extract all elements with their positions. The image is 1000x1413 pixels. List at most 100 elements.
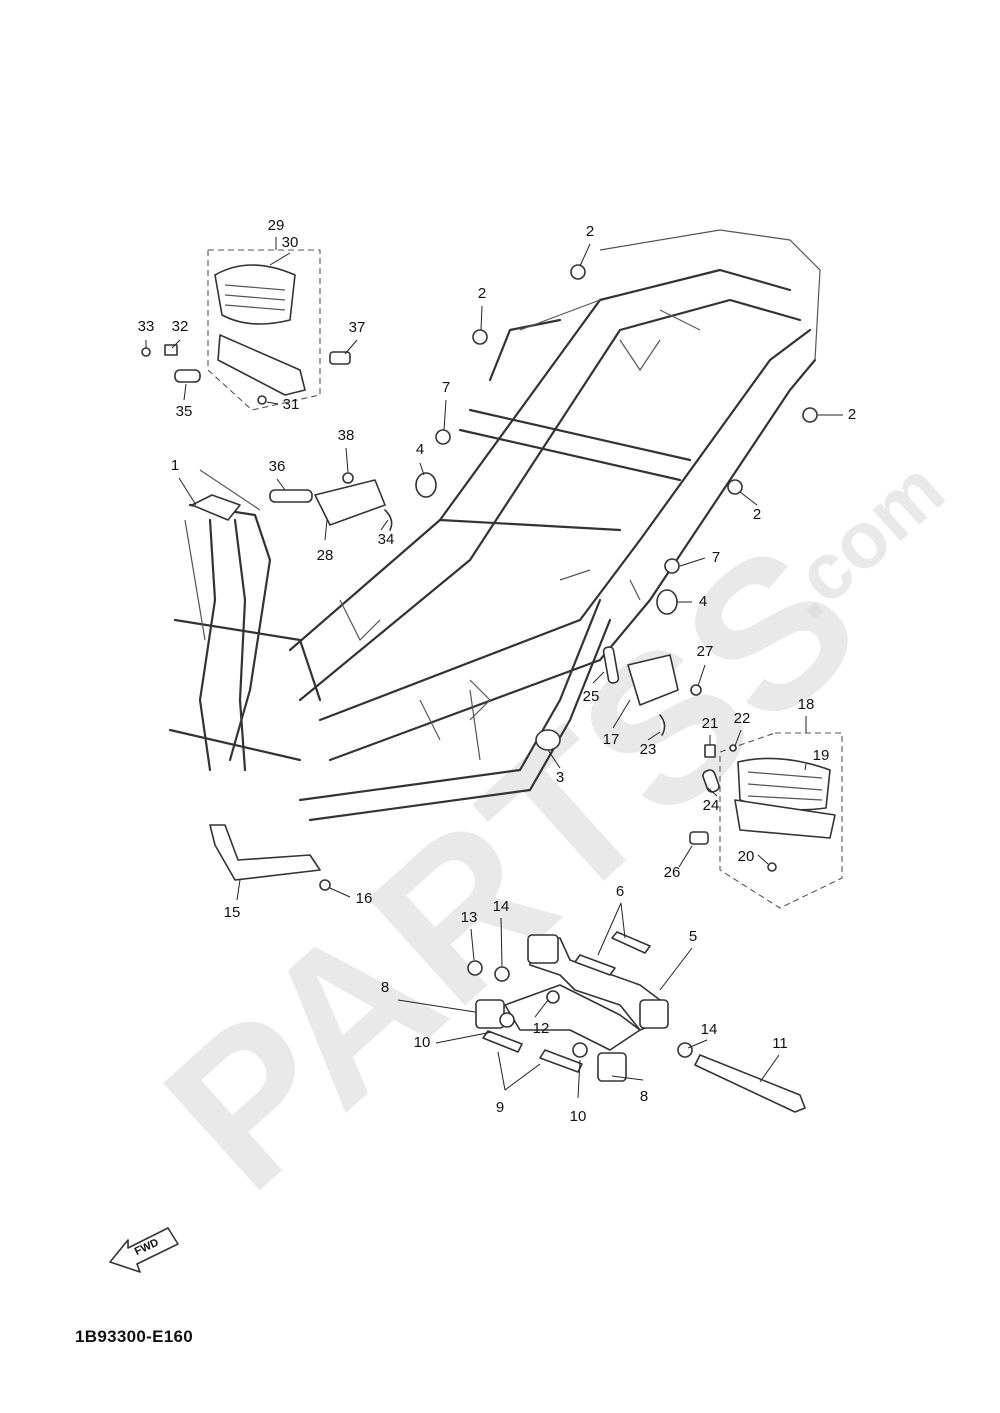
diagram-code: 1B93300-E160 bbox=[75, 1327, 193, 1346]
callout-6: 6 bbox=[616, 883, 624, 900]
callout-28: 28 bbox=[317, 547, 334, 564]
bolt-16 bbox=[319, 879, 331, 891]
bolt-20 bbox=[767, 862, 777, 872]
callout-30: 30 bbox=[282, 234, 299, 251]
callout-21: 21 bbox=[702, 715, 719, 732]
callout-10-a: 10 bbox=[414, 1034, 431, 1051]
callout-33: 33 bbox=[138, 318, 155, 335]
callout-18: 18 bbox=[798, 696, 815, 713]
bolt-25 bbox=[602, 646, 620, 684]
nut-7-upper bbox=[435, 429, 451, 445]
bushing-5-top bbox=[527, 934, 559, 964]
pin-38 bbox=[342, 472, 354, 484]
callout-10-b: 10 bbox=[570, 1108, 587, 1125]
callout-15: 15 bbox=[224, 904, 241, 921]
callout-26: 26 bbox=[664, 864, 681, 881]
callout-11: 11 bbox=[772, 1035, 788, 1052]
callout-22: 22 bbox=[734, 710, 751, 727]
bolt-6-a bbox=[574, 954, 616, 976]
callout-23: 23 bbox=[640, 741, 657, 758]
callout-12: 12 bbox=[533, 1020, 550, 1037]
bar-15 bbox=[209, 824, 321, 881]
bracket-28 bbox=[314, 479, 386, 526]
callout-17: 17 bbox=[603, 731, 620, 748]
pin-24 bbox=[702, 769, 720, 793]
washer-14-left bbox=[494, 966, 510, 982]
callout-7-b: 7 bbox=[712, 549, 720, 566]
nut-7-lower bbox=[664, 558, 680, 574]
pin-35 bbox=[174, 369, 201, 383]
callout-4-b: 4 bbox=[699, 593, 707, 610]
footrest-rubber-left bbox=[214, 264, 296, 325]
damper-4-upper bbox=[415, 472, 437, 498]
callout-24: 24 bbox=[703, 797, 720, 814]
callout-19: 19 bbox=[813, 747, 830, 764]
cap-3 bbox=[535, 729, 561, 751]
washer-14-right bbox=[677, 1042, 693, 1058]
callout-29: 29 bbox=[268, 217, 285, 234]
callout-34: 34 bbox=[378, 531, 395, 548]
fwd-arrow: FWD bbox=[109, 1227, 179, 1273]
callout-2-c: 2 bbox=[848, 406, 856, 423]
nut-13 bbox=[467, 960, 483, 976]
nut-2-d bbox=[727, 479, 743, 495]
callout-31: 31 bbox=[283, 396, 300, 413]
callout-2-d: 2 bbox=[753, 506, 761, 523]
callout-labels: 29 30 33 32 35 31 37 2 2 2 2 7 4 38 36 3… bbox=[138, 217, 857, 1125]
callout-2-a: 2 bbox=[586, 223, 594, 240]
callout-35: 35 bbox=[176, 403, 193, 420]
shaft-36 bbox=[269, 489, 313, 503]
part-1 bbox=[191, 494, 241, 521]
washer-10-left bbox=[499, 1012, 515, 1028]
bolt-31 bbox=[257, 395, 267, 405]
callout-37: 37 bbox=[349, 319, 366, 336]
spring-34 bbox=[384, 509, 393, 531]
bolt-11 bbox=[694, 1054, 806, 1113]
callout-2-b: 2 bbox=[478, 285, 486, 302]
footrest-bracket-right bbox=[734, 799, 836, 839]
footrest-bracket-left bbox=[217, 334, 306, 396]
callout-14-a: 14 bbox=[493, 898, 510, 915]
engine-mount-17 bbox=[627, 654, 679, 706]
callout-1: 1 bbox=[171, 457, 179, 474]
bolt-27 bbox=[690, 684, 702, 696]
spring-32 bbox=[164, 344, 178, 356]
callout-8-b: 8 bbox=[640, 1088, 648, 1105]
callout-32: 32 bbox=[172, 318, 189, 335]
collar-12 bbox=[546, 990, 560, 1004]
bushing-5-right bbox=[639, 999, 669, 1029]
callout-4-a: 4 bbox=[416, 441, 424, 458]
footrest-right-group-outline bbox=[719, 732, 843, 909]
watermark: PARTSS .com bbox=[122, 444, 961, 1233]
washer-10-right bbox=[572, 1042, 588, 1058]
link-12 bbox=[504, 984, 641, 1051]
callout-16: 16 bbox=[356, 890, 373, 907]
bolt-6-b bbox=[611, 931, 651, 954]
callout-7-a: 7 bbox=[442, 379, 450, 396]
callout-14-b: 14 bbox=[701, 1021, 718, 1038]
bushing-8-right bbox=[597, 1052, 627, 1082]
callout-25: 25 bbox=[583, 688, 600, 705]
callout-9: 9 bbox=[496, 1099, 504, 1116]
callout-3: 3 bbox=[556, 769, 564, 786]
spring-21 bbox=[704, 744, 716, 758]
nut-2-a bbox=[570, 264, 586, 280]
damper-4-lower bbox=[656, 589, 678, 615]
callout-leaders bbox=[145, 237, 843, 1099]
footrest-left-group-outline bbox=[207, 249, 321, 411]
callout-38: 38 bbox=[338, 427, 355, 444]
clip-22 bbox=[729, 744, 737, 752]
bolt-9-b bbox=[539, 1049, 583, 1073]
callout-13: 13 bbox=[461, 909, 478, 926]
callout-5: 5 bbox=[689, 928, 697, 945]
callout-20: 20 bbox=[738, 848, 755, 865]
damper-37 bbox=[329, 351, 351, 365]
bushing-8-left bbox=[475, 999, 505, 1029]
nut-2-b bbox=[472, 329, 488, 345]
clip-23 bbox=[659, 714, 666, 736]
nut-2-c bbox=[802, 407, 818, 423]
callout-27: 27 bbox=[697, 643, 714, 660]
damper-26 bbox=[689, 831, 709, 845]
callout-36: 36 bbox=[269, 458, 286, 475]
